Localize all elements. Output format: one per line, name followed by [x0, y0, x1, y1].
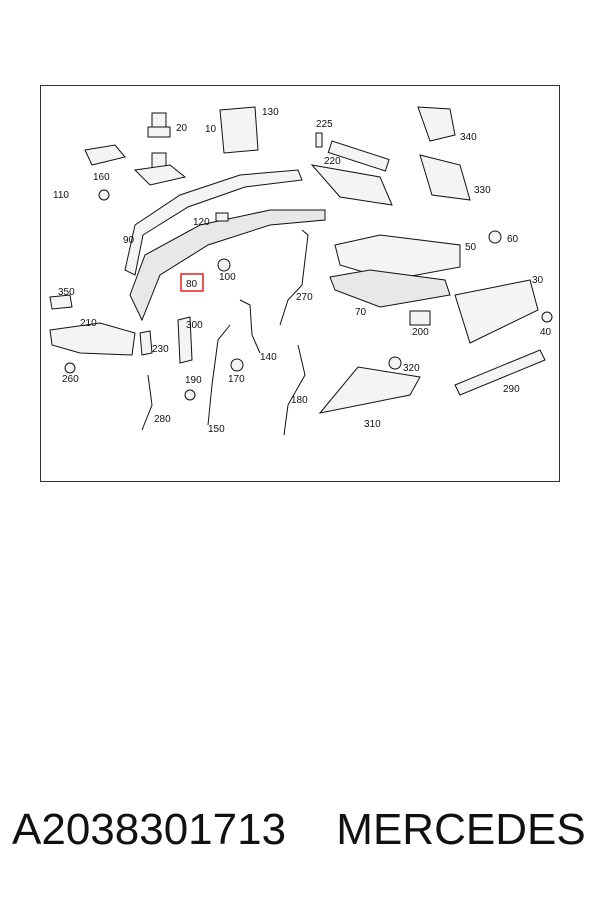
callout-160: 160	[93, 172, 110, 183]
part-150-hose	[207, 324, 231, 426]
callout-40: 40	[540, 327, 552, 338]
part-290-strip	[454, 349, 546, 396]
part-280-tube	[141, 374, 153, 431]
part-270-hose	[279, 229, 309, 326]
callout-70: 70	[355, 307, 367, 318]
part-100-grommet	[217, 258, 231, 272]
part-60-grommet	[488, 230, 502, 244]
callout-80: 80	[186, 279, 198, 290]
part-200-pad	[409, 310, 431, 326]
callout-10: 10	[205, 124, 217, 135]
callout-350: 350	[58, 287, 75, 298]
part-210-duct	[49, 322, 136, 356]
callout-190: 190	[185, 375, 202, 386]
part-180-hose	[283, 344, 306, 436]
part-160-clip	[84, 144, 126, 166]
callout-310: 310	[364, 419, 381, 430]
part-300-bracket	[177, 316, 193, 364]
footer-caption: A2038301713 MERCEDES	[12, 805, 592, 865]
part-225-sensor	[315, 132, 323, 148]
callout-320: 320	[403, 363, 420, 374]
callout-150: 150	[208, 424, 225, 435]
part-170-nut	[230, 358, 244, 372]
part-80-duct	[129, 209, 326, 322]
callout-140: 140	[260, 352, 277, 363]
callout-290: 290	[503, 384, 520, 395]
part-30-housing	[454, 279, 539, 344]
part-330-bracket	[419, 154, 471, 201]
callout-220: 220	[324, 156, 341, 167]
callout-200: 200	[412, 327, 429, 338]
callout-30: 30	[532, 275, 544, 286]
brand-name: MERCEDES	[336, 805, 586, 854]
part-230-plate	[139, 330, 153, 356]
callout-230: 230	[152, 344, 169, 355]
callout-90: 90	[123, 235, 135, 246]
callout-330: 330	[474, 185, 491, 196]
part-50-housing	[334, 234, 461, 281]
callout-300: 300	[186, 320, 203, 331]
part-310-panel	[318, 366, 421, 414]
callout-260: 260	[62, 374, 79, 385]
part-20-base	[147, 126, 171, 138]
part-220-panel	[310, 164, 393, 206]
callout-20: 20	[176, 123, 188, 134]
part-120-clip	[215, 212, 229, 222]
callout-210: 210	[80, 318, 97, 329]
callout-270: 270	[296, 292, 313, 303]
callout-340: 340	[460, 132, 477, 143]
callout-280: 280	[154, 414, 171, 425]
part-number: A2038301713	[12, 805, 287, 854]
callout-120: 120	[193, 217, 210, 228]
part-220-cylinder	[327, 140, 390, 172]
part-260-grommet	[64, 362, 76, 374]
callout-225: 225	[316, 119, 333, 130]
part-340-bracket	[417, 106, 456, 142]
callout-130: 130	[262, 107, 279, 118]
parts-diagram: 10 20 30 40 50 60 70 80 90 100 110 120 1…	[49, 106, 553, 436]
part-130-cover	[219, 106, 259, 154]
callout-50: 50	[465, 242, 477, 253]
part-110-screw	[98, 189, 110, 201]
part-350-clip	[49, 294, 73, 310]
callout-100: 100	[219, 272, 236, 283]
part-70-filter	[329, 269, 451, 308]
part-10-base	[133, 164, 187, 186]
callout-60: 60	[507, 234, 519, 245]
highlight-box-80	[180, 273, 204, 292]
part-320-nozzle	[388, 356, 402, 370]
part-90-duct	[124, 169, 303, 276]
callout-110: 110	[53, 190, 69, 201]
part-140-hose	[239, 299, 261, 354]
callout-170: 170	[228, 374, 245, 385]
part-190-bolt	[184, 389, 196, 401]
diagram-frame	[40, 85, 560, 482]
callout-180: 180	[291, 395, 308, 406]
part-40-nut	[541, 311, 553, 323]
